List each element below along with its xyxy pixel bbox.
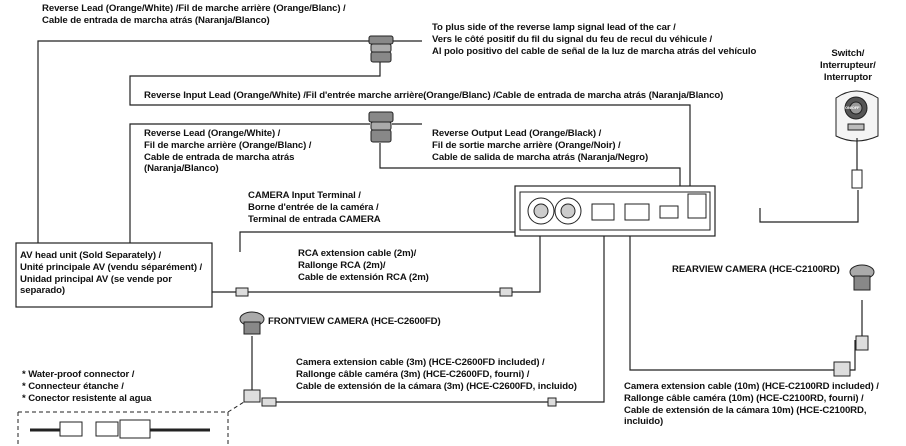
reverse-output-label: Reverse Output Lead (Orange/Black) /Fil … xyxy=(432,128,649,163)
av-head-unit-box xyxy=(15,242,213,308)
reverse-input-label: Reverse Input Lead (Orange/White) /Fil d… xyxy=(144,90,724,101)
tap-connector-top xyxy=(368,35,394,63)
reverse-lead-top-label: Reverse Lead (Orange/White) /Fil de marc… xyxy=(42,3,346,26)
rca-plug-right xyxy=(499,287,513,297)
switch-unit xyxy=(835,90,879,189)
reverse-input-wire xyxy=(129,62,691,186)
reverse-lead-left-wire xyxy=(129,123,370,243)
frontview-label: FRONTVIEW CAMERA (HCE-C2600FD) xyxy=(268,316,441,327)
control-box xyxy=(514,185,716,237)
switch-face-text: ON/OFF xyxy=(845,105,860,110)
av-head-unit-label: AV head unit (Sold Separately) /Unité pr… xyxy=(20,250,203,297)
waterproof-detail xyxy=(17,401,245,446)
rear-cam-cable xyxy=(629,222,856,371)
plus-side-label: To plus side of the reverse lamp signal … xyxy=(432,22,757,57)
waterproof-label: * Water-proof connector /* Connecteur ét… xyxy=(22,369,152,404)
cam-ext-10m-label: Camera extension cable (10m) (HCE-C2100R… xyxy=(624,381,879,428)
tap-connector-middle xyxy=(368,111,394,143)
rca-ext-label: RCA extension cable (2m)/Rallonge RCA (2… xyxy=(298,248,429,283)
cam-ext-3m-label: Camera extension cable (3m) (HCE-C2600FD… xyxy=(296,357,577,392)
switch-label: Switch/Interrupteur/Interruptor xyxy=(820,48,876,83)
switch-cable xyxy=(759,190,859,223)
reverse-lead-left-label: Reverse Lead (Orange/White) /Fil de marc… xyxy=(144,128,312,175)
rca-plug-left xyxy=(235,287,249,297)
reverse-lead-top-wire xyxy=(37,40,370,243)
camera-input-label: CAMERA Input Terminal /Borne d'entrée de… xyxy=(248,190,381,225)
rearview-label: REARVIEW CAMERA (HCE-C2100RD) xyxy=(672,264,840,275)
rear-camera xyxy=(833,264,875,377)
front-camera xyxy=(239,311,557,407)
